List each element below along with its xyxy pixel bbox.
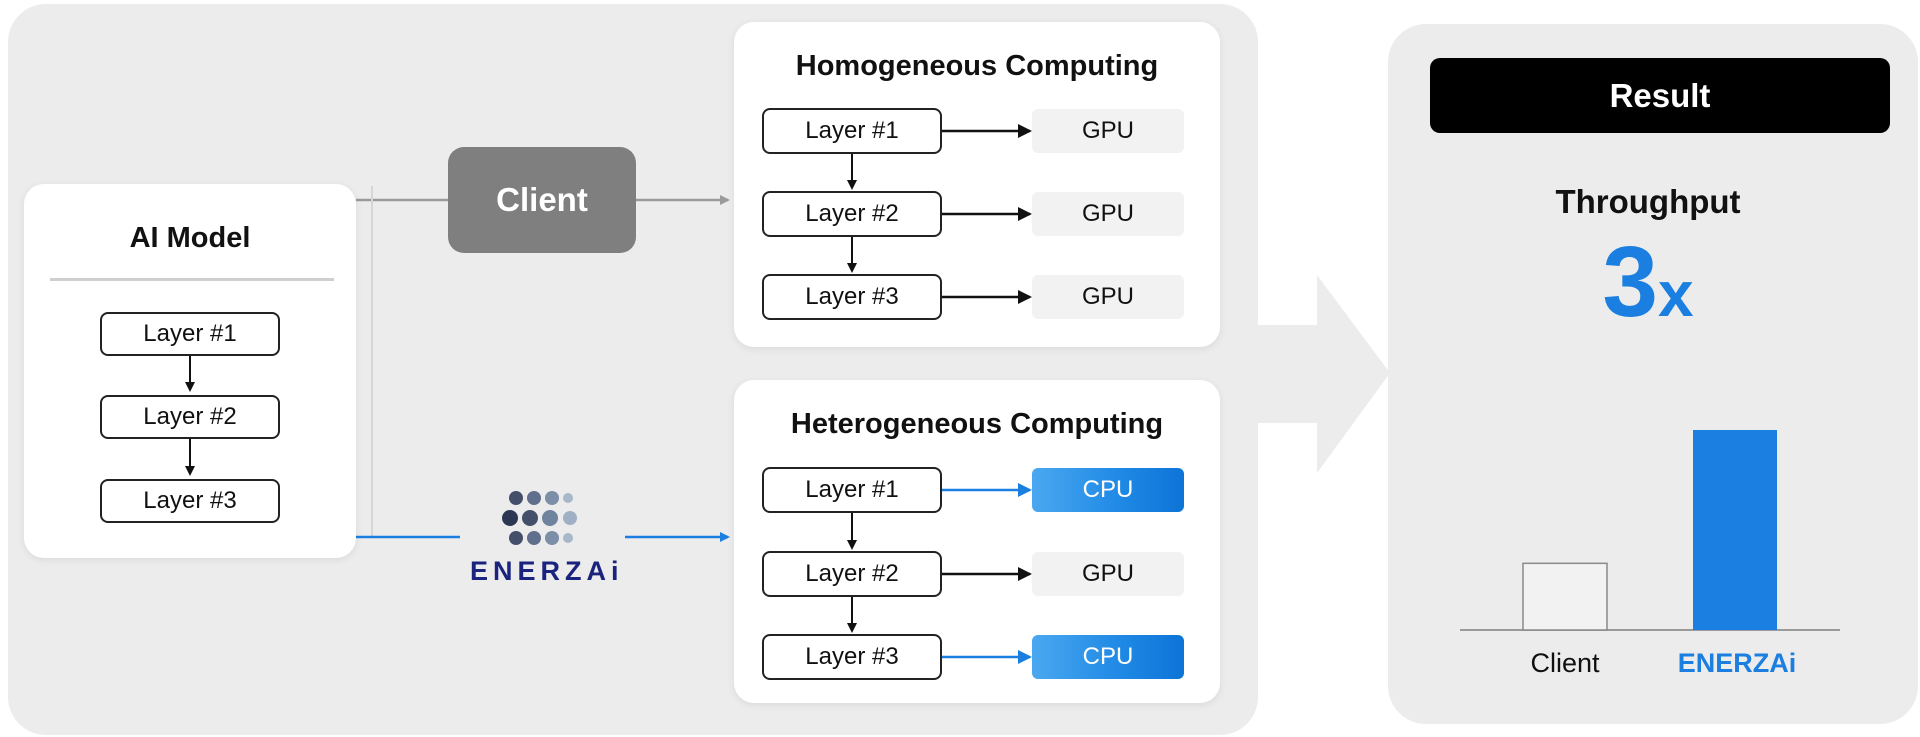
ai-model-layer-3: Layer #3 bbox=[100, 479, 280, 523]
big-flow-arrow-icon bbox=[1255, 275, 1390, 473]
homogeneous-layer-3: Layer #3 bbox=[762, 274, 942, 320]
heterogeneous-proc-2: GPU bbox=[1032, 552, 1184, 596]
throughput-bar-chart bbox=[1460, 430, 1840, 631]
bar-client bbox=[1522, 562, 1608, 631]
heterogeneous-layer-2: Layer #2 bbox=[762, 551, 942, 597]
result-header: Result bbox=[1430, 58, 1890, 133]
heterogeneous-proc-1: CPU bbox=[1032, 468, 1184, 512]
homogeneous-computing-card: Homogeneous Computing Layer #1 Layer #2 … bbox=[734, 22, 1220, 347]
heterogeneous-proc-3: CPU bbox=[1032, 635, 1184, 679]
heterogeneous-title: Heterogeneous Computing bbox=[790, 408, 1164, 440]
enerzai-logo-text: ENERZAi bbox=[470, 556, 624, 586]
throughput-number: 3 bbox=[1602, 226, 1659, 338]
ai-model-card: AI Model Layer #1 Layer #2 Layer #3 bbox=[24, 184, 356, 558]
homogeneous-layer-2: Layer #2 bbox=[762, 191, 942, 237]
homogeneous-proc-2: GPU bbox=[1032, 192, 1184, 236]
ai-model-title: AI Model bbox=[129, 222, 251, 254]
ai-model-layer-2: Layer #2 bbox=[100, 395, 280, 439]
homogeneous-proc-3: GPU bbox=[1032, 275, 1184, 319]
homogeneous-layer-1: Layer #1 bbox=[762, 108, 942, 154]
heterogeneous-arrows bbox=[847, 483, 1032, 664]
result-panel bbox=[1388, 24, 1918, 724]
ai-model-divider bbox=[50, 278, 334, 281]
homogeneous-title: Homogeneous Computing bbox=[795, 50, 1159, 82]
heterogeneous-layer-3: Layer #3 bbox=[762, 634, 942, 680]
bar-enerzai bbox=[1693, 430, 1777, 630]
throughput-unit: x bbox=[1658, 258, 1694, 330]
heterogeneous-computing-card: Heterogeneous Computing Layer #1 Layer #… bbox=[734, 380, 1220, 703]
bar-label-client: Client bbox=[1530, 648, 1600, 678]
homogeneous-proc-1: GPU bbox=[1032, 109, 1184, 153]
enerzai-logo-icon bbox=[502, 491, 577, 545]
client-button[interactable]: Client bbox=[448, 147, 636, 253]
connector-lines bbox=[356, 186, 730, 542]
homogeneous-arrows bbox=[847, 124, 1032, 304]
throughput-label: Throughput bbox=[1555, 183, 1741, 220]
bar-label-enerzai: ENERZAi bbox=[1677, 648, 1797, 678]
ai-model-layer-arrows bbox=[185, 356, 195, 476]
throughput-value: 3x bbox=[1388, 232, 1908, 332]
ai-model-layer-1: Layer #1 bbox=[100, 312, 280, 356]
heterogeneous-layer-1: Layer #1 bbox=[762, 467, 942, 513]
